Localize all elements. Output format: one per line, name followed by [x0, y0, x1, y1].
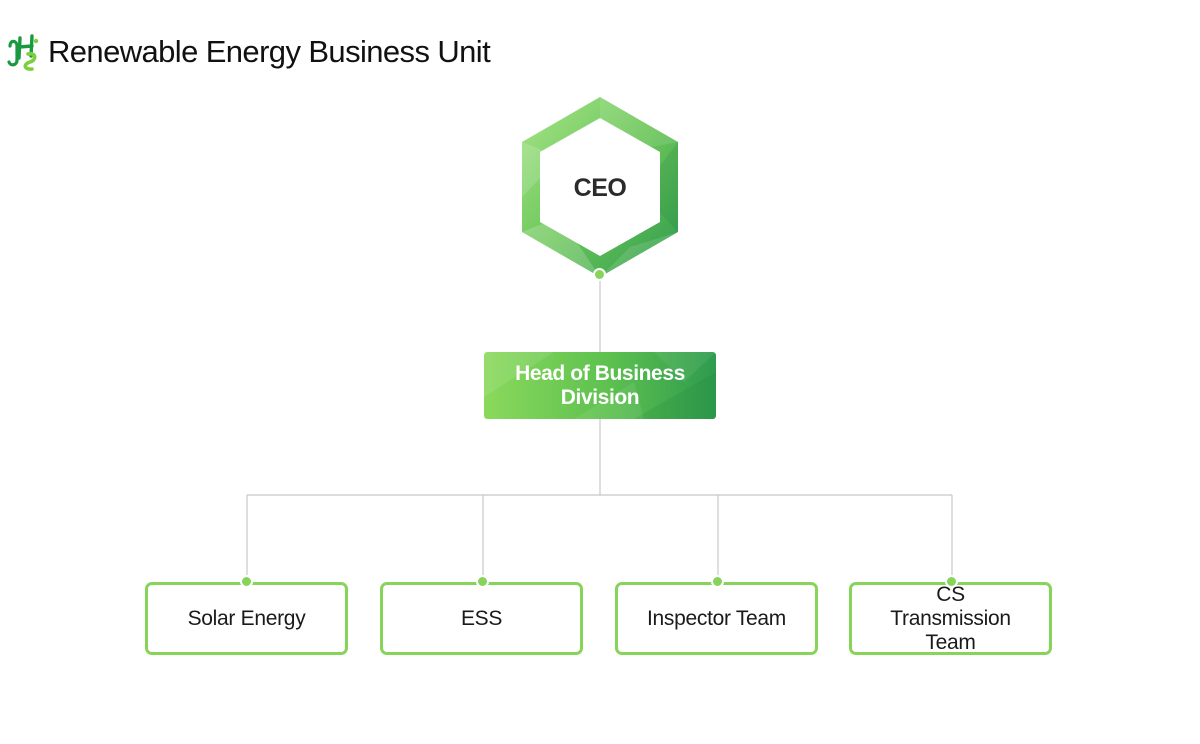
head-of-division-box: [484, 352, 716, 419]
team-box-cs-transmission-team: CS Transmission Team: [849, 582, 1052, 655]
page-title: Renewable Energy Business Unit: [48, 34, 491, 69]
ceo-connector-dot: [593, 268, 606, 281]
ceo-hexagon: [522, 97, 678, 277]
company-logo: [7, 34, 39, 71]
team-box-solar-energy: Solar Energy: [145, 582, 348, 655]
ceo-label: CEO: [573, 174, 627, 202]
team-box-inspector-team: Inspector Team: [615, 582, 818, 655]
head-of-division-label: Head of Business Division: [515, 361, 685, 409]
team-connector-dot: [240, 575, 253, 588]
team-box-ess: ESS: [380, 582, 583, 655]
team-connector-dot: [945, 575, 958, 588]
page-header: Renewable Energy Business Unit: [6, 30, 491, 74]
team-connector-dot: [711, 575, 724, 588]
team-connector-dot: [476, 575, 489, 588]
